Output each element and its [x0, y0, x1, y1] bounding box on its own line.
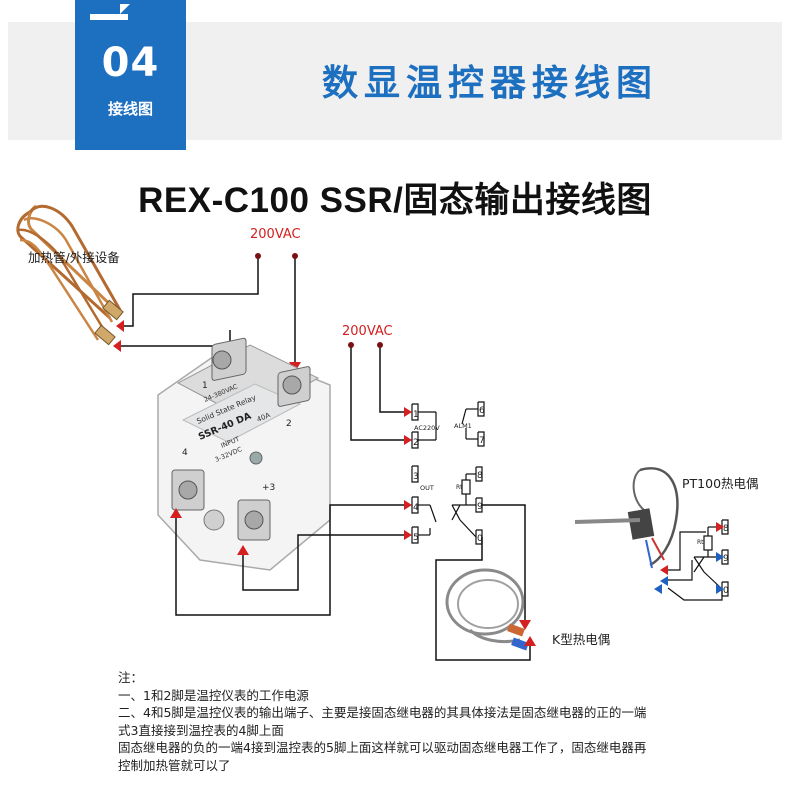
controller-pin-1: 1: [413, 410, 419, 420]
badge-mark-icon: [90, 4, 130, 20]
notes-line-1: 一、1和2脚是温控仪表的工作电源: [118, 687, 309, 703]
voltage-label-1: 200VAC: [250, 227, 301, 242]
power-wires: [121, 256, 410, 441]
notes-line-2: 二、4和5脚是温控仪表的输出端子、主要是接固态继电器的其具体接法是固态继电器的正…: [118, 705, 647, 720]
badge-number: 04: [101, 40, 160, 86]
arrow-icon: [116, 320, 124, 332]
solid-state-relay: [157, 337, 331, 571]
notes-line-5: 控制加热管就可以了: [118, 757, 231, 773]
notes-line-3: 式3直接接到温控表的4脚上面: [118, 722, 284, 738]
pt100-rt-label: Rt: [697, 539, 704, 546]
arrow-icon: [113, 340, 121, 352]
pt100-pin-9: 9: [723, 554, 729, 564]
arrow-icon: [660, 576, 668, 586]
controller-pin-9: 9: [477, 502, 483, 512]
pt100-pin-8: 8: [723, 524, 729, 534]
power-terminal-dot: [348, 342, 354, 348]
thermocouple-wires: [435, 504, 531, 661]
notes-section: 注： 一、1和2脚是温控仪表的工作电源 二、4和5脚是温控仪表的输出端子、主要是…: [118, 669, 758, 774]
arrow-icon: [654, 584, 662, 594]
ssr-terminal-4: 4: [182, 448, 188, 458]
arrow-icon: [716, 522, 724, 532]
ssr-terminal-2: 2: [286, 419, 292, 429]
banner-title: 数显温控器接线图: [322, 63, 659, 104]
controller-pin-5: 5: [413, 533, 419, 543]
k-thermocouple-label: K型热电偶: [552, 632, 610, 647]
controller-rt-label: Rt: [456, 484, 463, 491]
section-badge: 04 接线图: [75, 0, 186, 150]
arrow-icon: [404, 530, 412, 540]
controller-pin-2: 2: [413, 438, 419, 448]
pt100-pin-10: 0: [723, 586, 729, 596]
power-terminal-dot: [377, 342, 383, 348]
controller-pin-8: 8: [477, 471, 483, 481]
voltage-label-2: 200VAC: [342, 324, 393, 339]
arrow-icon: [716, 584, 724, 594]
arrow-icon: [170, 508, 182, 518]
arrow-icon: [404, 500, 412, 510]
arrow-icon: [404, 407, 412, 417]
controller-ac-label: AC220V: [414, 424, 440, 432]
controller-alm-label: ALM1: [454, 422, 472, 430]
heater-coil-icon: [16, 204, 124, 346]
controller-pin-7: 7: [479, 436, 485, 446]
notes-heading: 注：: [118, 670, 144, 685]
diagram-title: REX-C100 SSR/固态输出接线图: [138, 181, 652, 220]
arrow-icon: [519, 620, 531, 630]
notes-line-4: 固态继电器的负的一端4接到温控表的5脚上面这样就可以驱动固态继电器工作了，固态继…: [118, 740, 647, 755]
arrow-icon: [716, 552, 724, 562]
ssr-terminal-3: +3: [262, 483, 275, 493]
pt100-sensor-icon: [574, 467, 679, 569]
signal-wires: [175, 504, 410, 616]
controller-pin-3: 3: [413, 472, 419, 482]
controller-pin-4: 4: [413, 503, 419, 513]
arrow-icon: [524, 636, 536, 646]
badge-label: 接线图: [107, 100, 153, 118]
controller-pin-6: 6: [479, 406, 485, 416]
controller-pin-10: 0: [477, 534, 483, 544]
k-thermocouple-icon: [445, 568, 529, 651]
ssr-terminal-1: 1: [202, 381, 208, 391]
controller-out-label: OUT: [420, 484, 434, 492]
power-terminal-dot: [255, 253, 261, 259]
arrow-icon: [660, 565, 668, 575]
arrow-icon: [237, 545, 249, 555]
arrow-icon: [404, 435, 412, 445]
heater-label: 加热管/外接设备: [28, 250, 120, 265]
power-terminal-dot: [292, 253, 298, 259]
pt100-label: PT100热电偶: [682, 476, 759, 491]
controller-terminals: [411, 401, 485, 545]
